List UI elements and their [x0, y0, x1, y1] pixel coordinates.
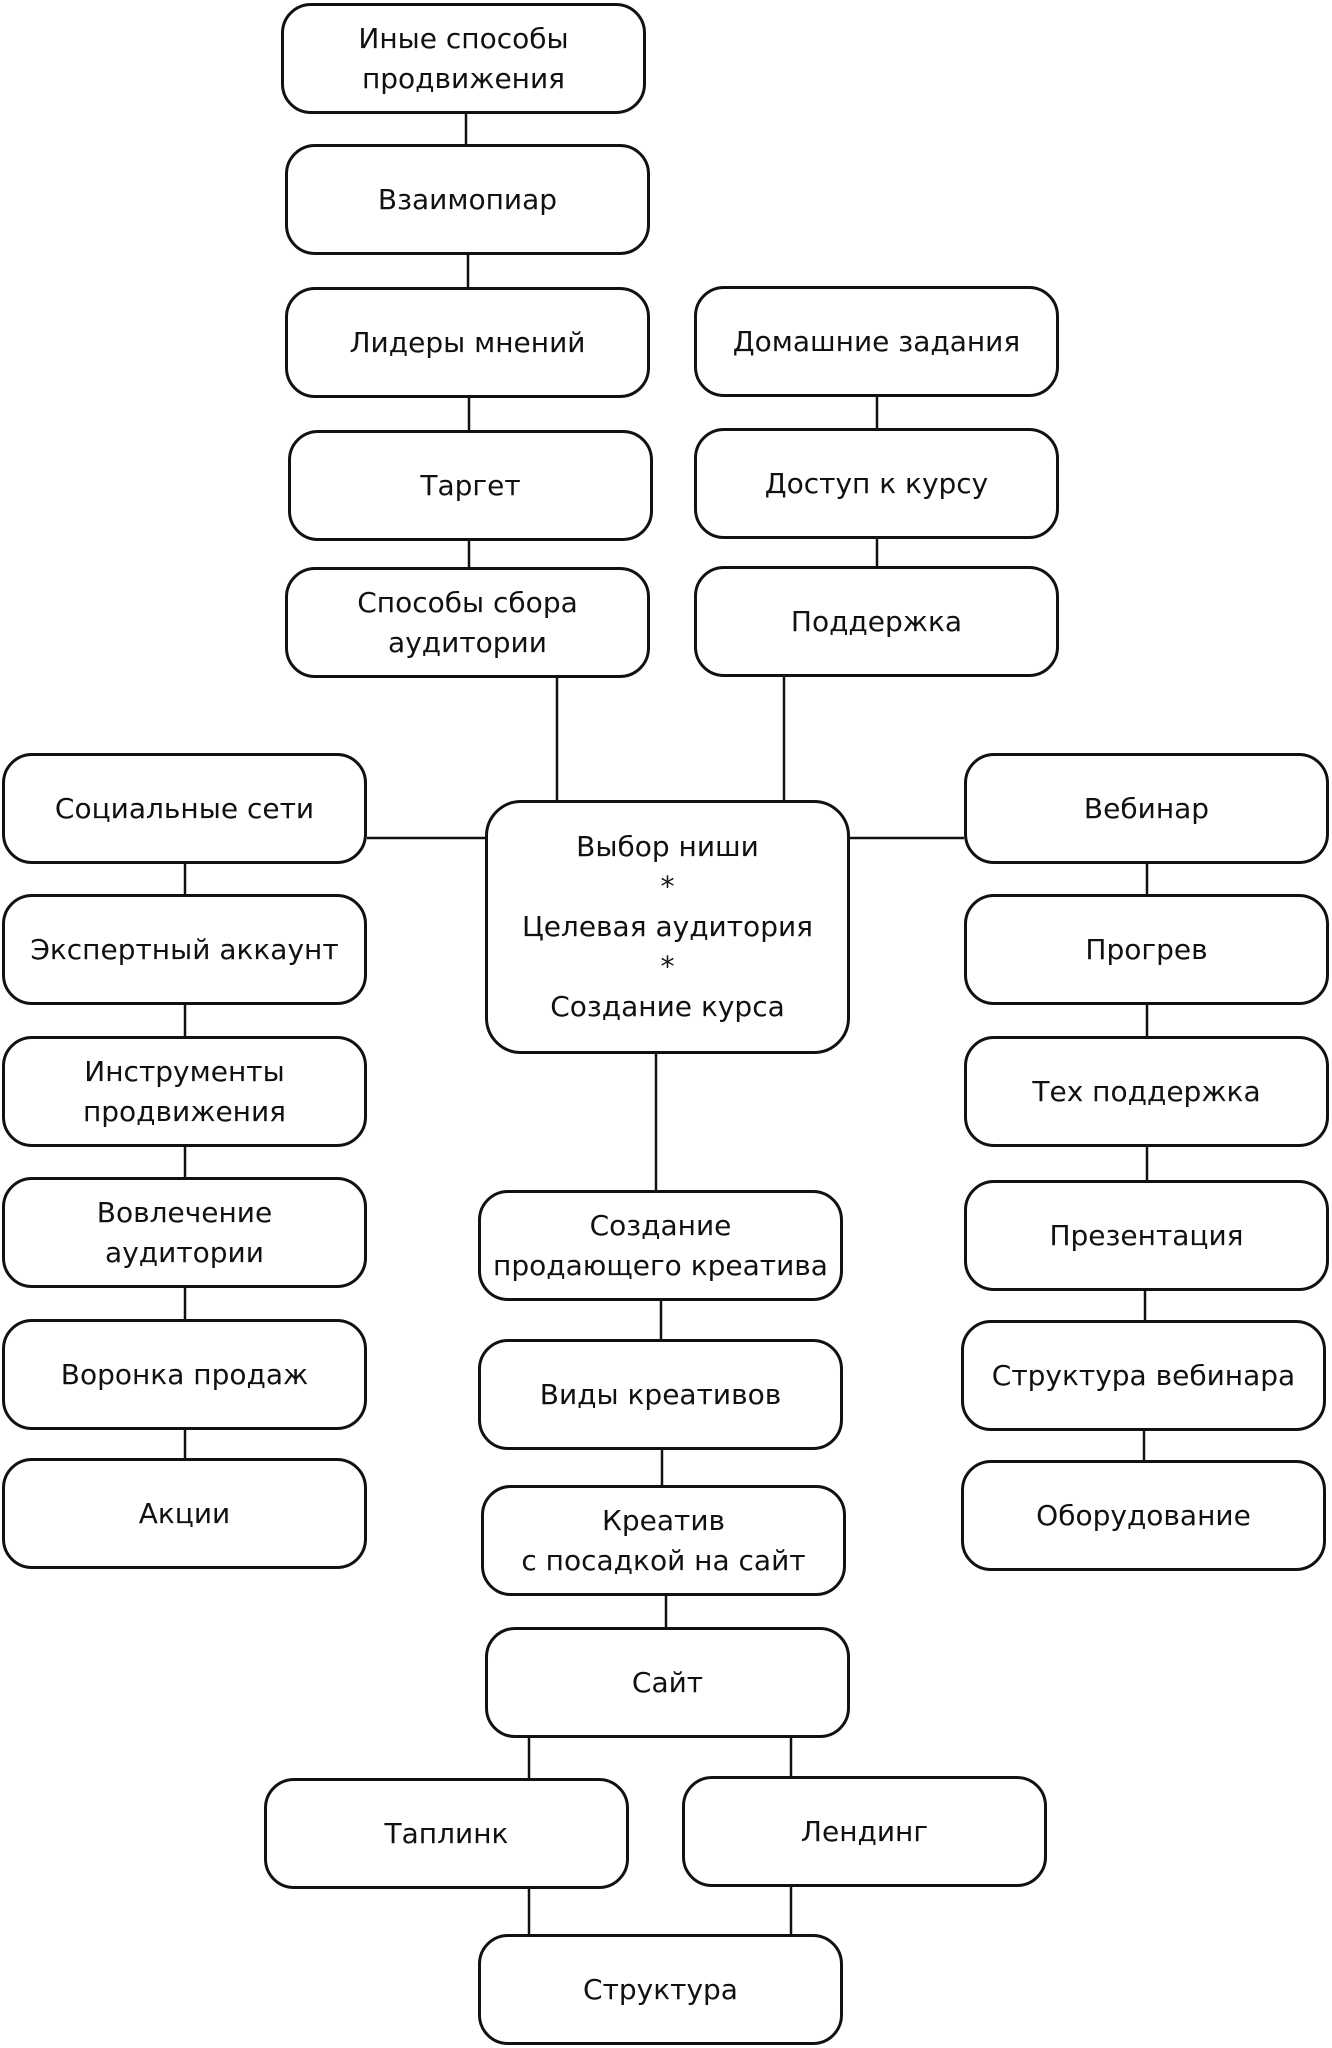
node-sozdanie-kreativa: Создание продающего креатива [478, 1190, 843, 1301]
node-voronka-prodazh: Воронка продаж [2, 1319, 367, 1430]
node-vovlechenie-auditorii: Вовлечение аудитории [2, 1177, 367, 1288]
node-podderzhka: Поддержка [694, 566, 1059, 677]
node-vidy-kreativov: Виды креативов [478, 1339, 843, 1450]
node-struktura: Структура [478, 1934, 843, 2045]
node-sayt: Сайт [485, 1627, 850, 1738]
node-vzaimopiar: Взаимопиар [285, 144, 650, 255]
node-instrumenty-prodvizheniya: Инструменты продвижения [2, 1036, 367, 1147]
node-vebinar: Вебинар [964, 753, 1329, 864]
node-sposoby-sbora: Способы сбора аудитории [285, 567, 650, 678]
node-kreativ-posadka: Креатив с посадкой на сайт [481, 1485, 846, 1596]
node-ekspertnyy-akkaunt: Экспертный аккаунт [2, 894, 367, 1005]
node-oborudovanie: Оборудование [961, 1460, 1326, 1571]
node-prezentatsiya: Презентация [964, 1180, 1329, 1291]
node-lending: Лендинг [682, 1776, 1047, 1887]
node-domashnie-zadaniya: Домашние задания [694, 286, 1059, 397]
node-center: Выбор ниши * Целевая аудитория * Создани… [485, 800, 850, 1054]
node-lidery-mneniy: Лидеры мнений [285, 287, 650, 398]
node-target: Таргет [288, 430, 653, 541]
node-sotsialnye-seti: Социальные сети [2, 753, 367, 864]
node-teh-podderzhka: Тех поддержка [964, 1036, 1329, 1147]
node-taplink: Таплинк [264, 1778, 629, 1889]
node-dostup-k-kursu: Доступ к курсу [694, 428, 1059, 539]
node-progrev: Прогрев [964, 894, 1329, 1005]
node-struktura-vebinara: Структура вебинара [961, 1320, 1326, 1431]
node-inye-sposoby: Иные способы продвижения [281, 3, 646, 114]
node-aktsii: Акции [2, 1458, 367, 1569]
